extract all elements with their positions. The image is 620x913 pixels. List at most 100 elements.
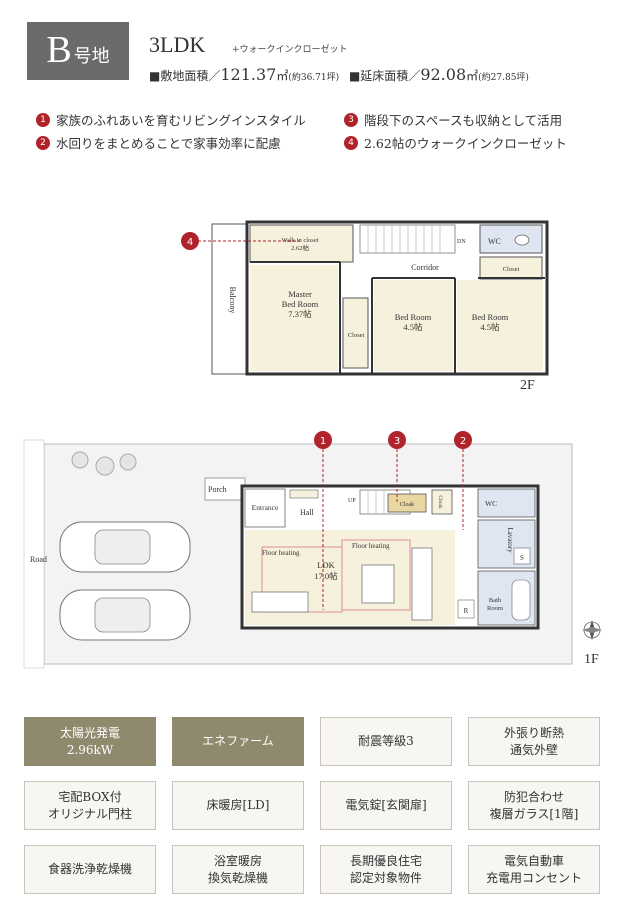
- cloak-storage: [387, 493, 427, 513]
- walk-in-closet: [249, 224, 354, 263]
- layout-subtitle: +ウォークインクローゼット: [232, 45, 348, 55]
- porch-label: Porch: [208, 485, 227, 494]
- spec-dishwasher: 食器洗浄乾燥機: [24, 845, 156, 894]
- feature-number: 4: [344, 135, 358, 150]
- closet-1: [342, 297, 369, 369]
- cloak-2-label: Cloak: [437, 495, 443, 508]
- feature-number: 1: [36, 112, 50, 127]
- floor-area-tsubo: (約27.85坪): [478, 73, 529, 83]
- fridge: [457, 599, 475, 619]
- floor-area-value: 92.08: [420, 65, 467, 84]
- site-area-unit: ㎡: [276, 69, 289, 83]
- spec-long-life: 長期優良住宅認定対象物件: [320, 845, 452, 894]
- road-label: Road: [30, 555, 47, 564]
- feature-item: 4 2.62帖のウォークインクローゼット: [344, 133, 567, 152]
- bathtub: [511, 579, 531, 621]
- floor-area-label: ■延床面積／: [348, 69, 421, 83]
- feature-item: 3 階段下のスペースも収納として活用: [344, 110, 562, 129]
- spec-ene-farm: エネファーム: [172, 717, 304, 766]
- spec-insulation: 外張り断熱通気外壁: [468, 717, 600, 766]
- site-area-value: 121.37: [220, 65, 277, 84]
- bed-room-3: [457, 280, 543, 371]
- floor-area-unit: ㎡: [466, 69, 479, 83]
- compass-icon: [582, 620, 602, 640]
- entrance-label: Entrance: [252, 503, 279, 512]
- wc-2f: [479, 224, 543, 254]
- spec-bath-dryer: 浴室暖房換気乾燥機: [172, 845, 304, 894]
- road: [23, 439, 45, 669]
- plan-2f: Balcony Walk in closet 2.62帖 DN WC Corri…: [181, 220, 549, 376]
- master-size: 7.37帖: [288, 309, 312, 319]
- floor-heating-label-1: Floor heating: [262, 549, 300, 557]
- spec-seismic: 耐震等級3: [320, 717, 452, 766]
- bed3-size: 4.5帖: [480, 322, 500, 332]
- spec-security-glass: 防犯合わせ複層ガラス[1階]: [468, 781, 600, 830]
- spec-floor-heating: 床暖房[LD]: [172, 781, 304, 830]
- closet-3-label: Closet: [503, 266, 520, 273]
- wc-1f: [477, 488, 536, 518]
- walk-in-label: Walk in closet: [281, 237, 318, 244]
- site-area-tsubo: (約36.71坪): [288, 73, 340, 83]
- bed2-size: 4.5帖: [403, 322, 423, 332]
- walk-in-size: 2.62帖: [291, 243, 309, 252]
- bed-room-2: [374, 280, 453, 371]
- stairs-2f: [359, 224, 456, 254]
- floor-plans: Balcony Walk in closet 2.62帖 DN WC Corri…: [23, 220, 602, 669]
- feature-text: 家族のふれあいを育むリビングインスタイル: [56, 113, 306, 128]
- master-bedroom-label: Bed Room: [282, 299, 319, 309]
- cloak-label: Cloak: [400, 502, 414, 508]
- car-2: [59, 589, 191, 641]
- toilet-icon: [514, 234, 530, 246]
- lot-badge: B 号地: [27, 22, 129, 80]
- ldk-label: LDK: [317, 560, 335, 570]
- cloak-2: [431, 489, 453, 515]
- feature-text: 水回りをまとめることで家事効率に配慮: [56, 136, 281, 151]
- up-label: UP: [348, 498, 356, 504]
- master-label: Master: [288, 289, 312, 299]
- fridge-label: R: [464, 607, 469, 615]
- bath-room-label: Room: [487, 605, 503, 612]
- shoe-storage: [289, 489, 319, 499]
- floor-label-2f: 2F: [520, 378, 535, 393]
- marker-2-label: 2: [460, 436, 466, 447]
- balcony-label: Balcony: [228, 287, 237, 314]
- plan-header: B 号地 3LDK +ウォークインクローゼット ■敷地面積／121.37㎡(約3…: [27, 22, 607, 92]
- feature-item: 1 家族のふれあいを育むリビングインスタイル: [36, 110, 306, 129]
- marker-2: [454, 431, 472, 449]
- master-bed-room: [250, 265, 338, 371]
- marker-4-label: 4: [187, 237, 193, 248]
- storage-s: [513, 547, 531, 565]
- corridor-label: Corridor: [411, 263, 439, 272]
- floor-heating-zone-2: [341, 539, 411, 611]
- lot-letter: B: [46, 29, 72, 71]
- dn-label: DN: [457, 239, 466, 245]
- storage-s-label: S: [520, 554, 524, 562]
- car-1: [59, 521, 191, 573]
- marker-3: [388, 431, 406, 449]
- spec-electric-lock: 電気錠[玄関扉]: [320, 781, 452, 830]
- marker-1-label: 1: [320, 436, 326, 447]
- floor-label-1f: 1F: [584, 652, 599, 667]
- marker-1: [314, 431, 332, 449]
- plan-1f: Road Porch Entrance Hall Floor heating F…: [23, 431, 602, 669]
- marker-3-label: 3: [394, 436, 400, 447]
- kitchen-counter: [411, 547, 433, 621]
- wc-2f-label: WC: [488, 237, 501, 246]
- feature-text: 階段下のスペースも収納として活用: [364, 113, 563, 128]
- wc-1f-label: WC: [485, 499, 497, 508]
- lavatory-label: Lavatory: [506, 527, 514, 553]
- tree-icon: [95, 456, 115, 476]
- spec-ev-outlet: 電気自動車充電用コンセント: [468, 845, 600, 894]
- feature-number: 2: [36, 135, 50, 150]
- floor-heating-label-2: Floor heating: [352, 542, 390, 550]
- hall-label: Hall: [300, 508, 315, 517]
- site-area-label: ■敷地面積／: [149, 69, 221, 83]
- closet-1-label: Closet: [348, 332, 365, 339]
- area-info: ■敷地面積／121.37㎡(約36.71坪) ■延床面積／92.08㎡(約27.…: [149, 65, 535, 84]
- ldk-size: 17.0帖: [314, 571, 338, 581]
- layout-type: 3LDK: [149, 32, 206, 57]
- sofa: [251, 591, 309, 613]
- entrance: [244, 488, 286, 528]
- bed3-label: Bed Room: [472, 312, 509, 322]
